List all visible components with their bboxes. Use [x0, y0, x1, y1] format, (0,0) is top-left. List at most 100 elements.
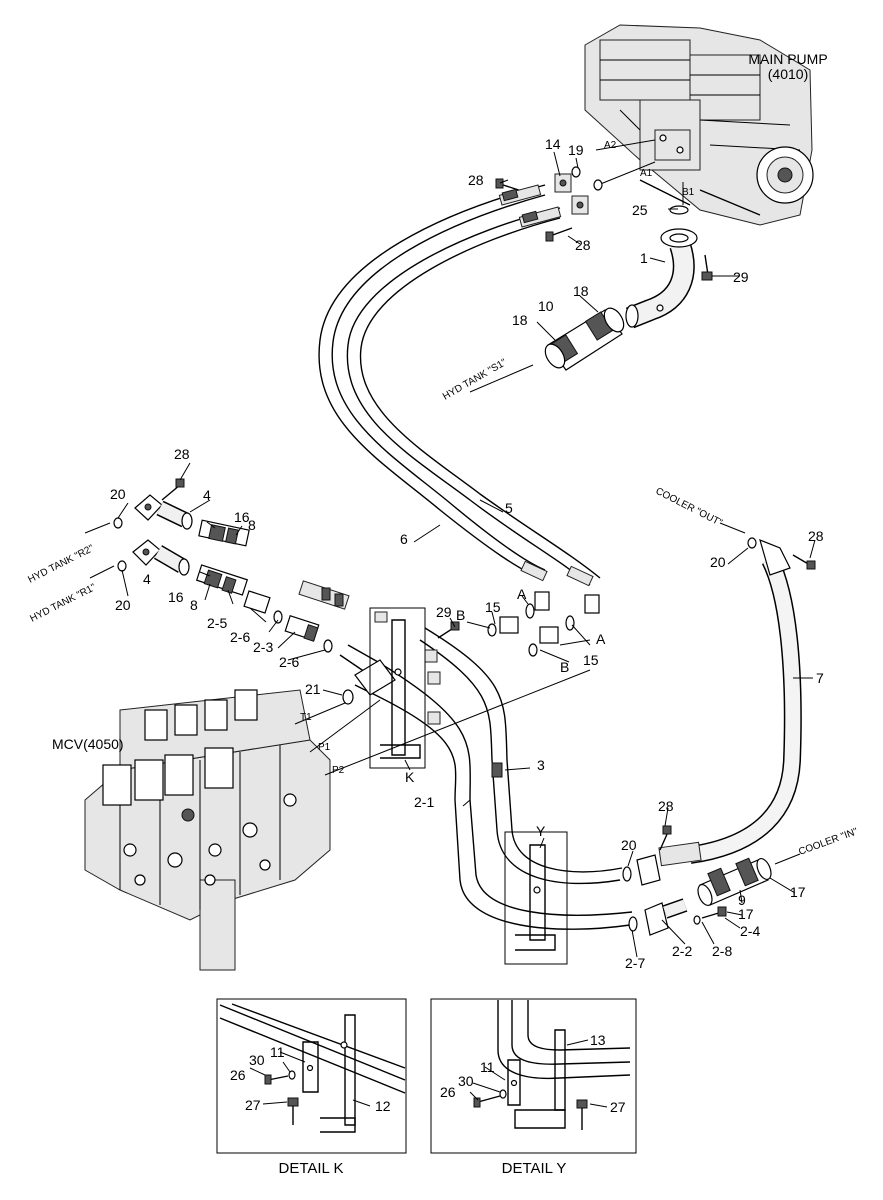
- washer-2-8: [693, 915, 701, 925]
- cooler-in-hose-9: [697, 857, 772, 906]
- detail-k-callout-30: 30: [249, 1052, 265, 1068]
- callout-18-lower: 18: [512, 312, 528, 328]
- callout-2-5: 2-5: [207, 615, 227, 631]
- main-pump-code-label: (4010): [768, 66, 808, 82]
- callout-17-right: 17: [790, 884, 806, 900]
- callout-7: 7: [816, 670, 824, 686]
- callout-5: 5: [505, 500, 513, 516]
- callout-28-cooler-in: 28: [658, 798, 674, 814]
- callout-28-cooler-out: 28: [808, 528, 824, 544]
- callout-20-cooler-in: 20: [621, 837, 637, 853]
- o-ring-20-cooler-in: [622, 866, 632, 882]
- pump-port-fittings: [554, 166, 603, 215]
- o-ring-20-cooler-out: [747, 537, 757, 549]
- hyd-tank-r2-label: HYD TANK "R2": [26, 543, 96, 586]
- callout-20-lower: 20: [115, 597, 131, 613]
- callout-8-upper: 8: [248, 517, 256, 533]
- adapter-2-3: [284, 615, 320, 642]
- callout-29-lower: 29: [436, 604, 452, 620]
- connector-15-lower: [528, 615, 575, 657]
- callout-28-upper: 28: [468, 172, 484, 188]
- bolt-28-lower: [545, 227, 573, 242]
- bracket-k: [369, 607, 426, 769]
- o-ring-21: [342, 689, 354, 705]
- steel-pipe-3: [419, 627, 623, 885]
- bolt-28-flange: [161, 478, 185, 501]
- callout-15-upper: 15: [485, 599, 501, 615]
- pressure-hose-5: [346, 207, 601, 586]
- detail-y-panel: [430, 998, 637, 1154]
- flange-2-2: [644, 898, 688, 936]
- callout-2-6-upper: 2-6: [230, 629, 250, 645]
- bolt-29-upper: [701, 254, 713, 281]
- callout-25: 25: [632, 202, 648, 218]
- adapter-2-5: [243, 590, 271, 614]
- callout-10: 10: [538, 298, 554, 314]
- callout-2-7: 2-7: [625, 955, 645, 971]
- callout-20-upper: 20: [110, 486, 126, 502]
- suction-hose-10: [544, 307, 625, 371]
- detail-k-panel: [216, 998, 407, 1154]
- return-flange-upper: [134, 494, 193, 530]
- bolt-29-lower: [437, 621, 460, 639]
- o-ring-2-6-lower: [323, 639, 333, 653]
- callout-k: K: [405, 769, 415, 785]
- hyd-tank-r1-label: HYD TANK "R1": [28, 582, 98, 625]
- main-pump-label: MAIN PUMP: [748, 51, 827, 67]
- detail-y-callout-30: 30: [458, 1073, 474, 1089]
- suction-pipe-1: [625, 228, 698, 329]
- callout-28-lower: 28: [575, 237, 591, 253]
- callout-b-upper: B: [456, 607, 465, 623]
- detail-k-title: DETAIL K: [278, 1160, 343, 1177]
- detail-k-callout-11: 11: [270, 1044, 285, 1060]
- mcv-label: MCV(4050): [52, 736, 124, 752]
- port-t1-label: T1: [300, 712, 312, 723]
- callout-4-upper: 4: [203, 487, 211, 503]
- callout-16-lower: 16: [168, 589, 184, 605]
- callout-1: 1: [640, 250, 648, 266]
- callout-9: 9: [738, 892, 746, 908]
- cooler-hose-7: [636, 538, 802, 886]
- port-p1-label: P1: [318, 742, 331, 753]
- detail-k-callout-12: 12: [375, 1098, 391, 1114]
- cooler-out-label: COOLER "OUT": [654, 486, 725, 529]
- bolt-28-cooler-in: [659, 825, 672, 851]
- callout-6: 6: [400, 531, 408, 547]
- detail-k-callout-26: 26: [230, 1067, 246, 1083]
- detail-k-callout-27: 27: [245, 1097, 261, 1113]
- detail-y-callout-13: 13: [590, 1032, 606, 1048]
- callout-2-2: 2-2: [672, 943, 692, 959]
- detail-y-callout-26: 26: [440, 1084, 456, 1100]
- callout-y: Y: [536, 823, 546, 839]
- return-hose-upper-16-8: [198, 519, 250, 547]
- pressure-hose-6: [318, 184, 546, 579]
- cooler-in-label: COOLER "IN": [797, 826, 860, 858]
- callout-29-upper: 29: [733, 269, 749, 285]
- leader-lines: [117, 151, 816, 958]
- o-ring-20-lower: [117, 560, 127, 572]
- callout-20-cooler-out: 20: [710, 554, 726, 570]
- callout-16-upper: 16: [234, 509, 250, 525]
- callout-8-lower: 8: [190, 597, 198, 613]
- connector-15-upper: [487, 603, 535, 637]
- callout-19: 19: [568, 142, 584, 158]
- mcv-body: [84, 689, 331, 971]
- callout-2-6-lower: 2-6: [279, 654, 299, 670]
- callout-4-lower: 4: [143, 571, 151, 587]
- callout-b-lower: B: [560, 659, 569, 675]
- return-flange-lower: [132, 539, 190, 576]
- detail-y-title: DETAIL Y: [502, 1160, 567, 1177]
- callout-a-lower: A: [596, 631, 606, 647]
- o-ring-2-6-upper: [273, 610, 283, 624]
- detail-y-callout-27: 27: [610, 1099, 626, 1115]
- port-a1-label: A1: [640, 168, 653, 179]
- callout-2-8: 2-8: [712, 943, 732, 959]
- o-ring-25: [669, 205, 689, 215]
- callout-a-upper: A: [517, 586, 527, 602]
- callout-2-3: 2-3: [253, 639, 273, 655]
- callout-17-lower: 17: [738, 906, 754, 922]
- callout-28-flange: 28: [174, 446, 190, 462]
- port-p2-label: P2: [332, 765, 345, 776]
- bolt-2-4: [701, 906, 727, 919]
